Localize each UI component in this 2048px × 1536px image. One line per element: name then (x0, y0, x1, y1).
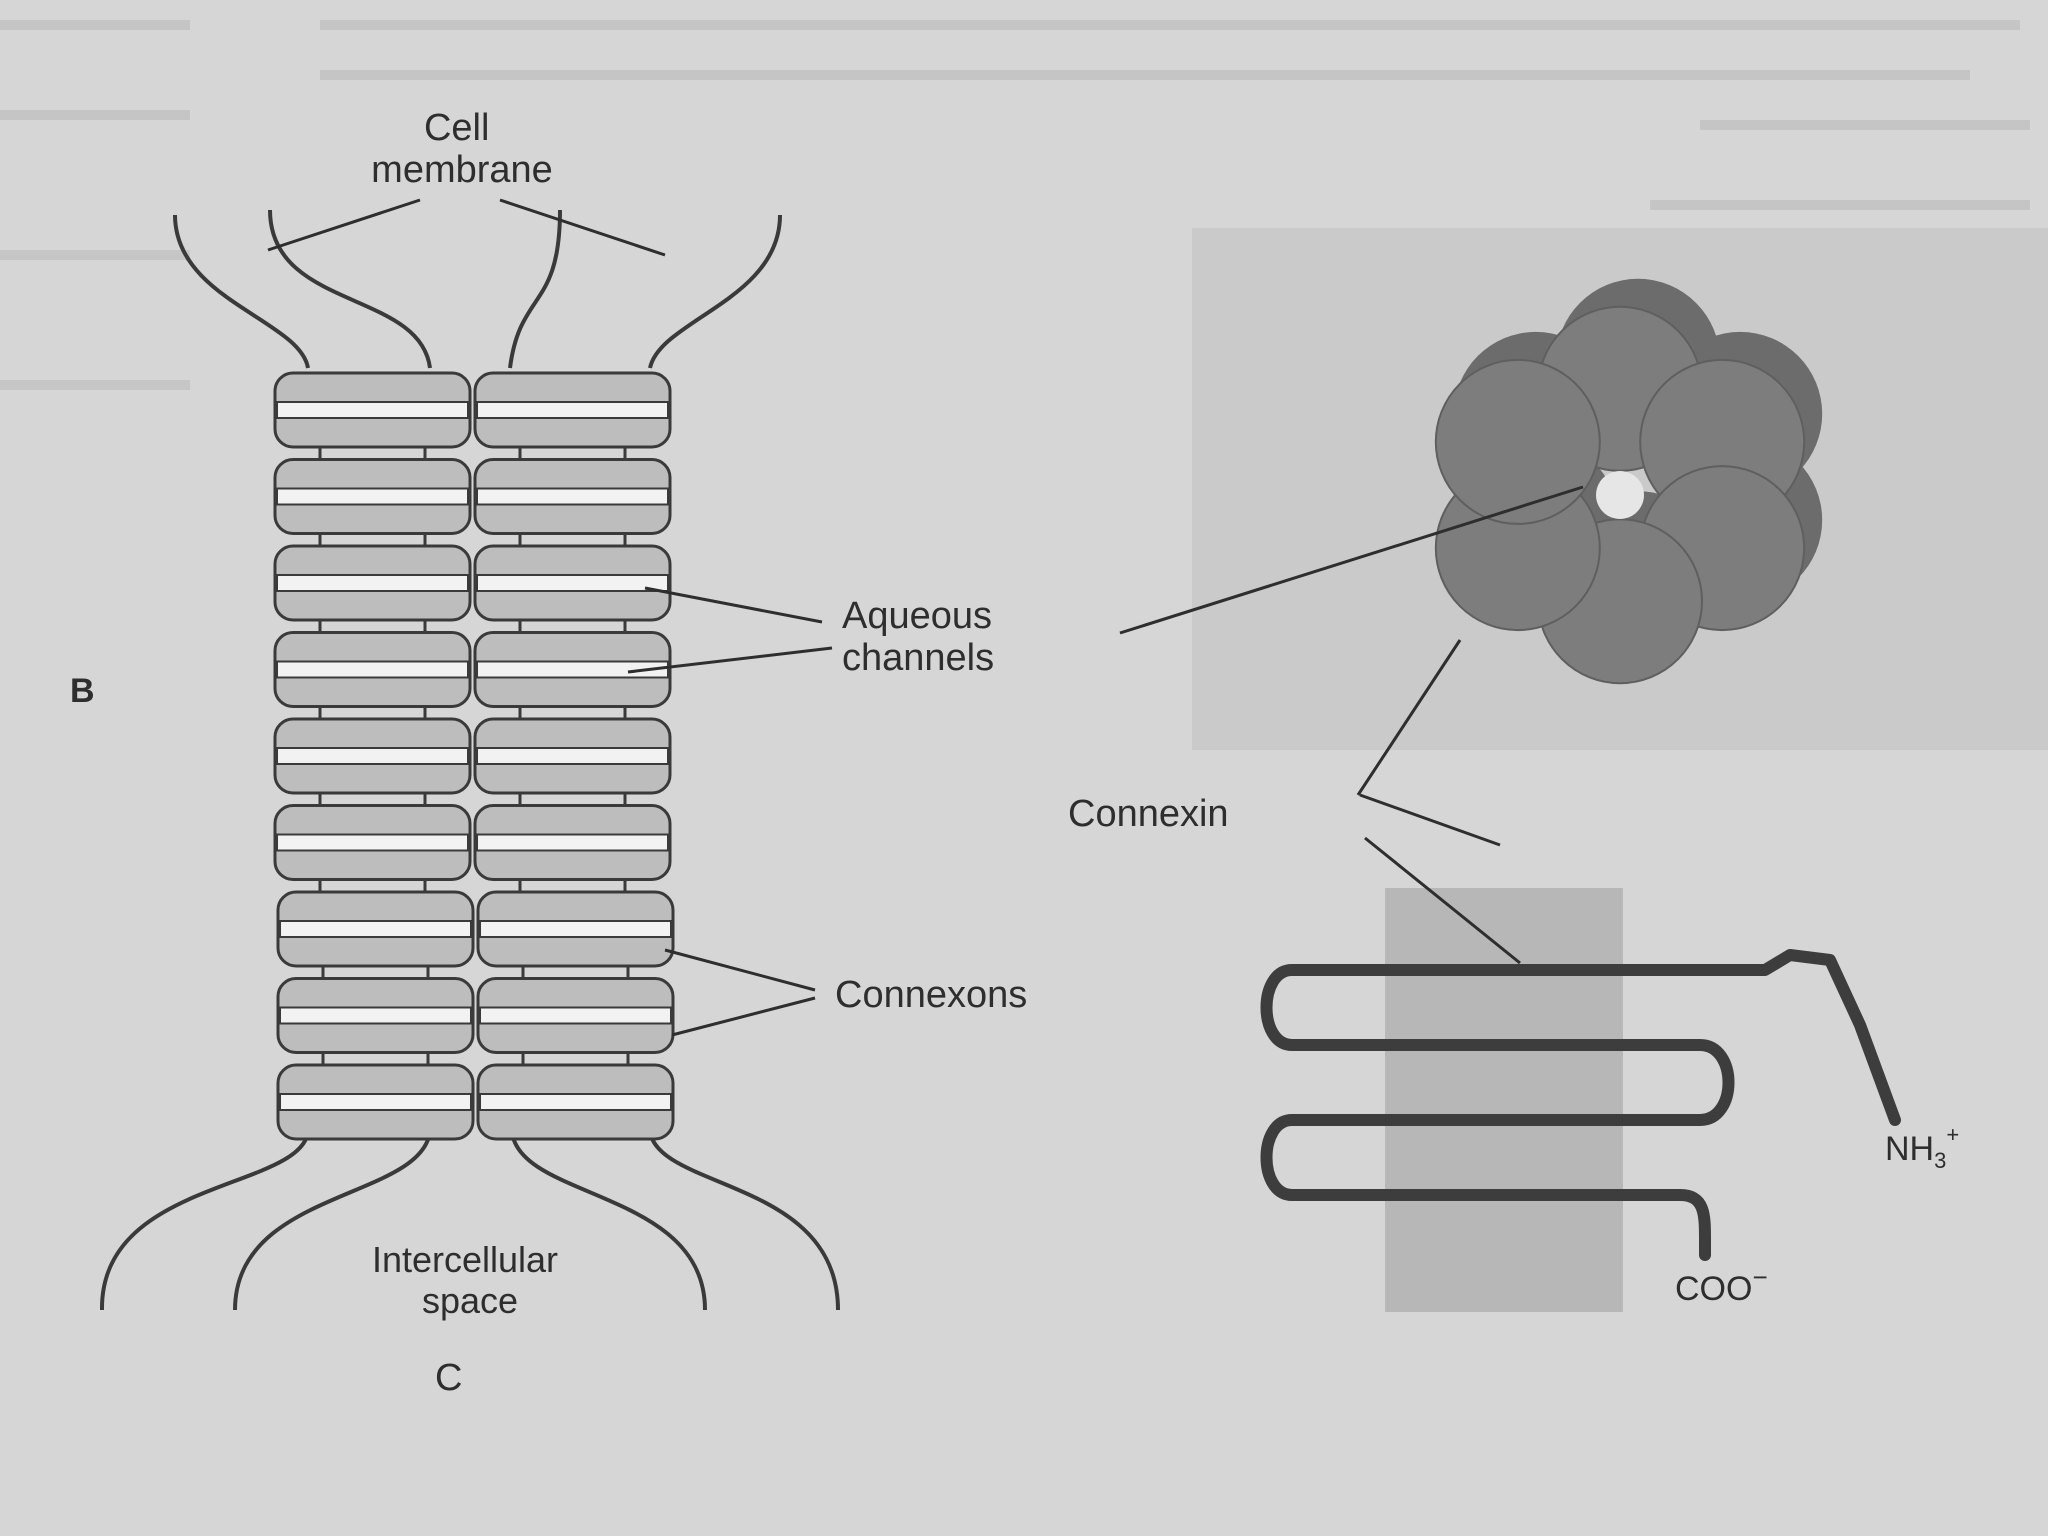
connexon (475, 806, 670, 880)
aqueous-channel (480, 1008, 671, 1024)
cell-membrane-label: Cell membrane (371, 107, 553, 191)
aqueous-channel (280, 1094, 471, 1110)
connexon-stack (275, 373, 673, 1139)
aqueous-channel (277, 402, 468, 418)
connexin-label: Connexin (1068, 793, 1229, 835)
aqueous-channel (477, 748, 668, 764)
panel-b-label: B (70, 672, 95, 710)
connexon (275, 719, 470, 793)
aqueous-channel (480, 921, 671, 937)
connexon (478, 979, 673, 1053)
aqueous-channel (280, 921, 471, 937)
aqueous-channel (477, 575, 668, 591)
connexon (475, 719, 670, 793)
connexon (475, 546, 670, 620)
aqueous-channels-label: Aqueous channels (842, 595, 1003, 679)
panel-c-label: C (435, 1357, 462, 1399)
connexon (478, 892, 673, 966)
aqueous-channel (277, 835, 468, 851)
connexon (278, 979, 473, 1053)
intercellular-space-label: Intercellular space (372, 1239, 568, 1321)
aqueous-channel (277, 748, 468, 764)
connexon (475, 460, 670, 534)
connexon (275, 373, 470, 447)
aqueous-channel (477, 835, 668, 851)
connexon (478, 1065, 673, 1139)
connexon (475, 373, 670, 447)
connexons-label: Connexons (835, 974, 1027, 1016)
aqueous-channel (277, 489, 468, 505)
aqueous-channel (480, 1094, 671, 1110)
nh3-label: NH3+ (1885, 1122, 1959, 1173)
aqueous-channel (277, 575, 468, 591)
connexin-subunit (1436, 360, 1600, 524)
aqueous-channel (280, 1008, 471, 1024)
connexon (275, 806, 470, 880)
connexon (278, 892, 473, 966)
connexon (275, 633, 470, 707)
aqueous-channel (277, 662, 468, 678)
central-pore (1596, 471, 1644, 519)
connexon (278, 1065, 473, 1139)
coo-label: COO− (1675, 1262, 1768, 1308)
aqueous-channel (477, 489, 668, 505)
aqueous-channel (477, 402, 668, 418)
connexon (275, 546, 470, 620)
connexon (275, 460, 470, 534)
